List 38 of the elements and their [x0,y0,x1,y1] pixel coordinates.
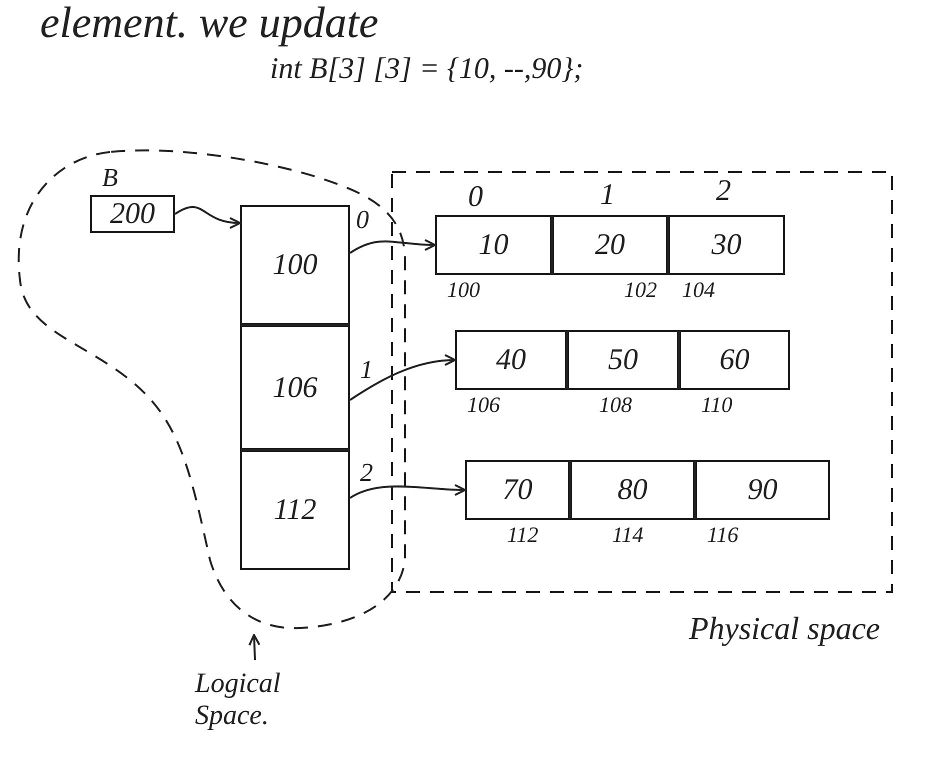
variable-name: B [102,165,118,191]
cell-value: 80 [618,475,648,505]
cell-value: 90 [748,475,778,505]
cell-value: 106 [272,372,318,402]
address-label: 112 [507,524,538,546]
index-label: 0 [356,207,369,233]
address-label: 116 [707,524,738,546]
arrow [349,354,456,401]
note-text: element. we update [40,0,378,49]
cell-value: 100 [272,250,318,280]
address-label: 114 [612,524,644,546]
index-label: 1 [360,357,373,383]
address-label: 110 [701,394,732,416]
column-index: 2 [716,173,731,209]
arrow [174,206,241,228]
cell-value: 10 [478,230,508,260]
address-label: 108 [599,394,632,416]
address-label: 102 [624,279,657,301]
cell-value: 40 [496,345,526,375]
cell-value: 60 [720,345,750,375]
note-text: int B[3] [3] = {10, --,90}; [270,51,584,87]
cell-value: 50 [608,345,638,375]
column-index: 1 [600,177,615,213]
cell-value: 112 [274,495,316,525]
region-label: Physical space [688,609,880,648]
address-label: 104 [682,279,715,301]
index-label: 2 [360,460,373,486]
arrow [350,484,466,499]
cell-value: 30 [712,230,742,260]
cell-value: 200 [110,199,155,229]
cell-value: 70 [502,475,532,505]
region-label: Logical Space. [195,668,282,732]
arrow [248,634,260,660]
address-label: 100 [447,279,480,301]
cell-value: 20 [595,230,625,260]
address-label: 106 [467,394,500,416]
column-index: 0 [468,179,483,215]
arrow [349,238,436,254]
